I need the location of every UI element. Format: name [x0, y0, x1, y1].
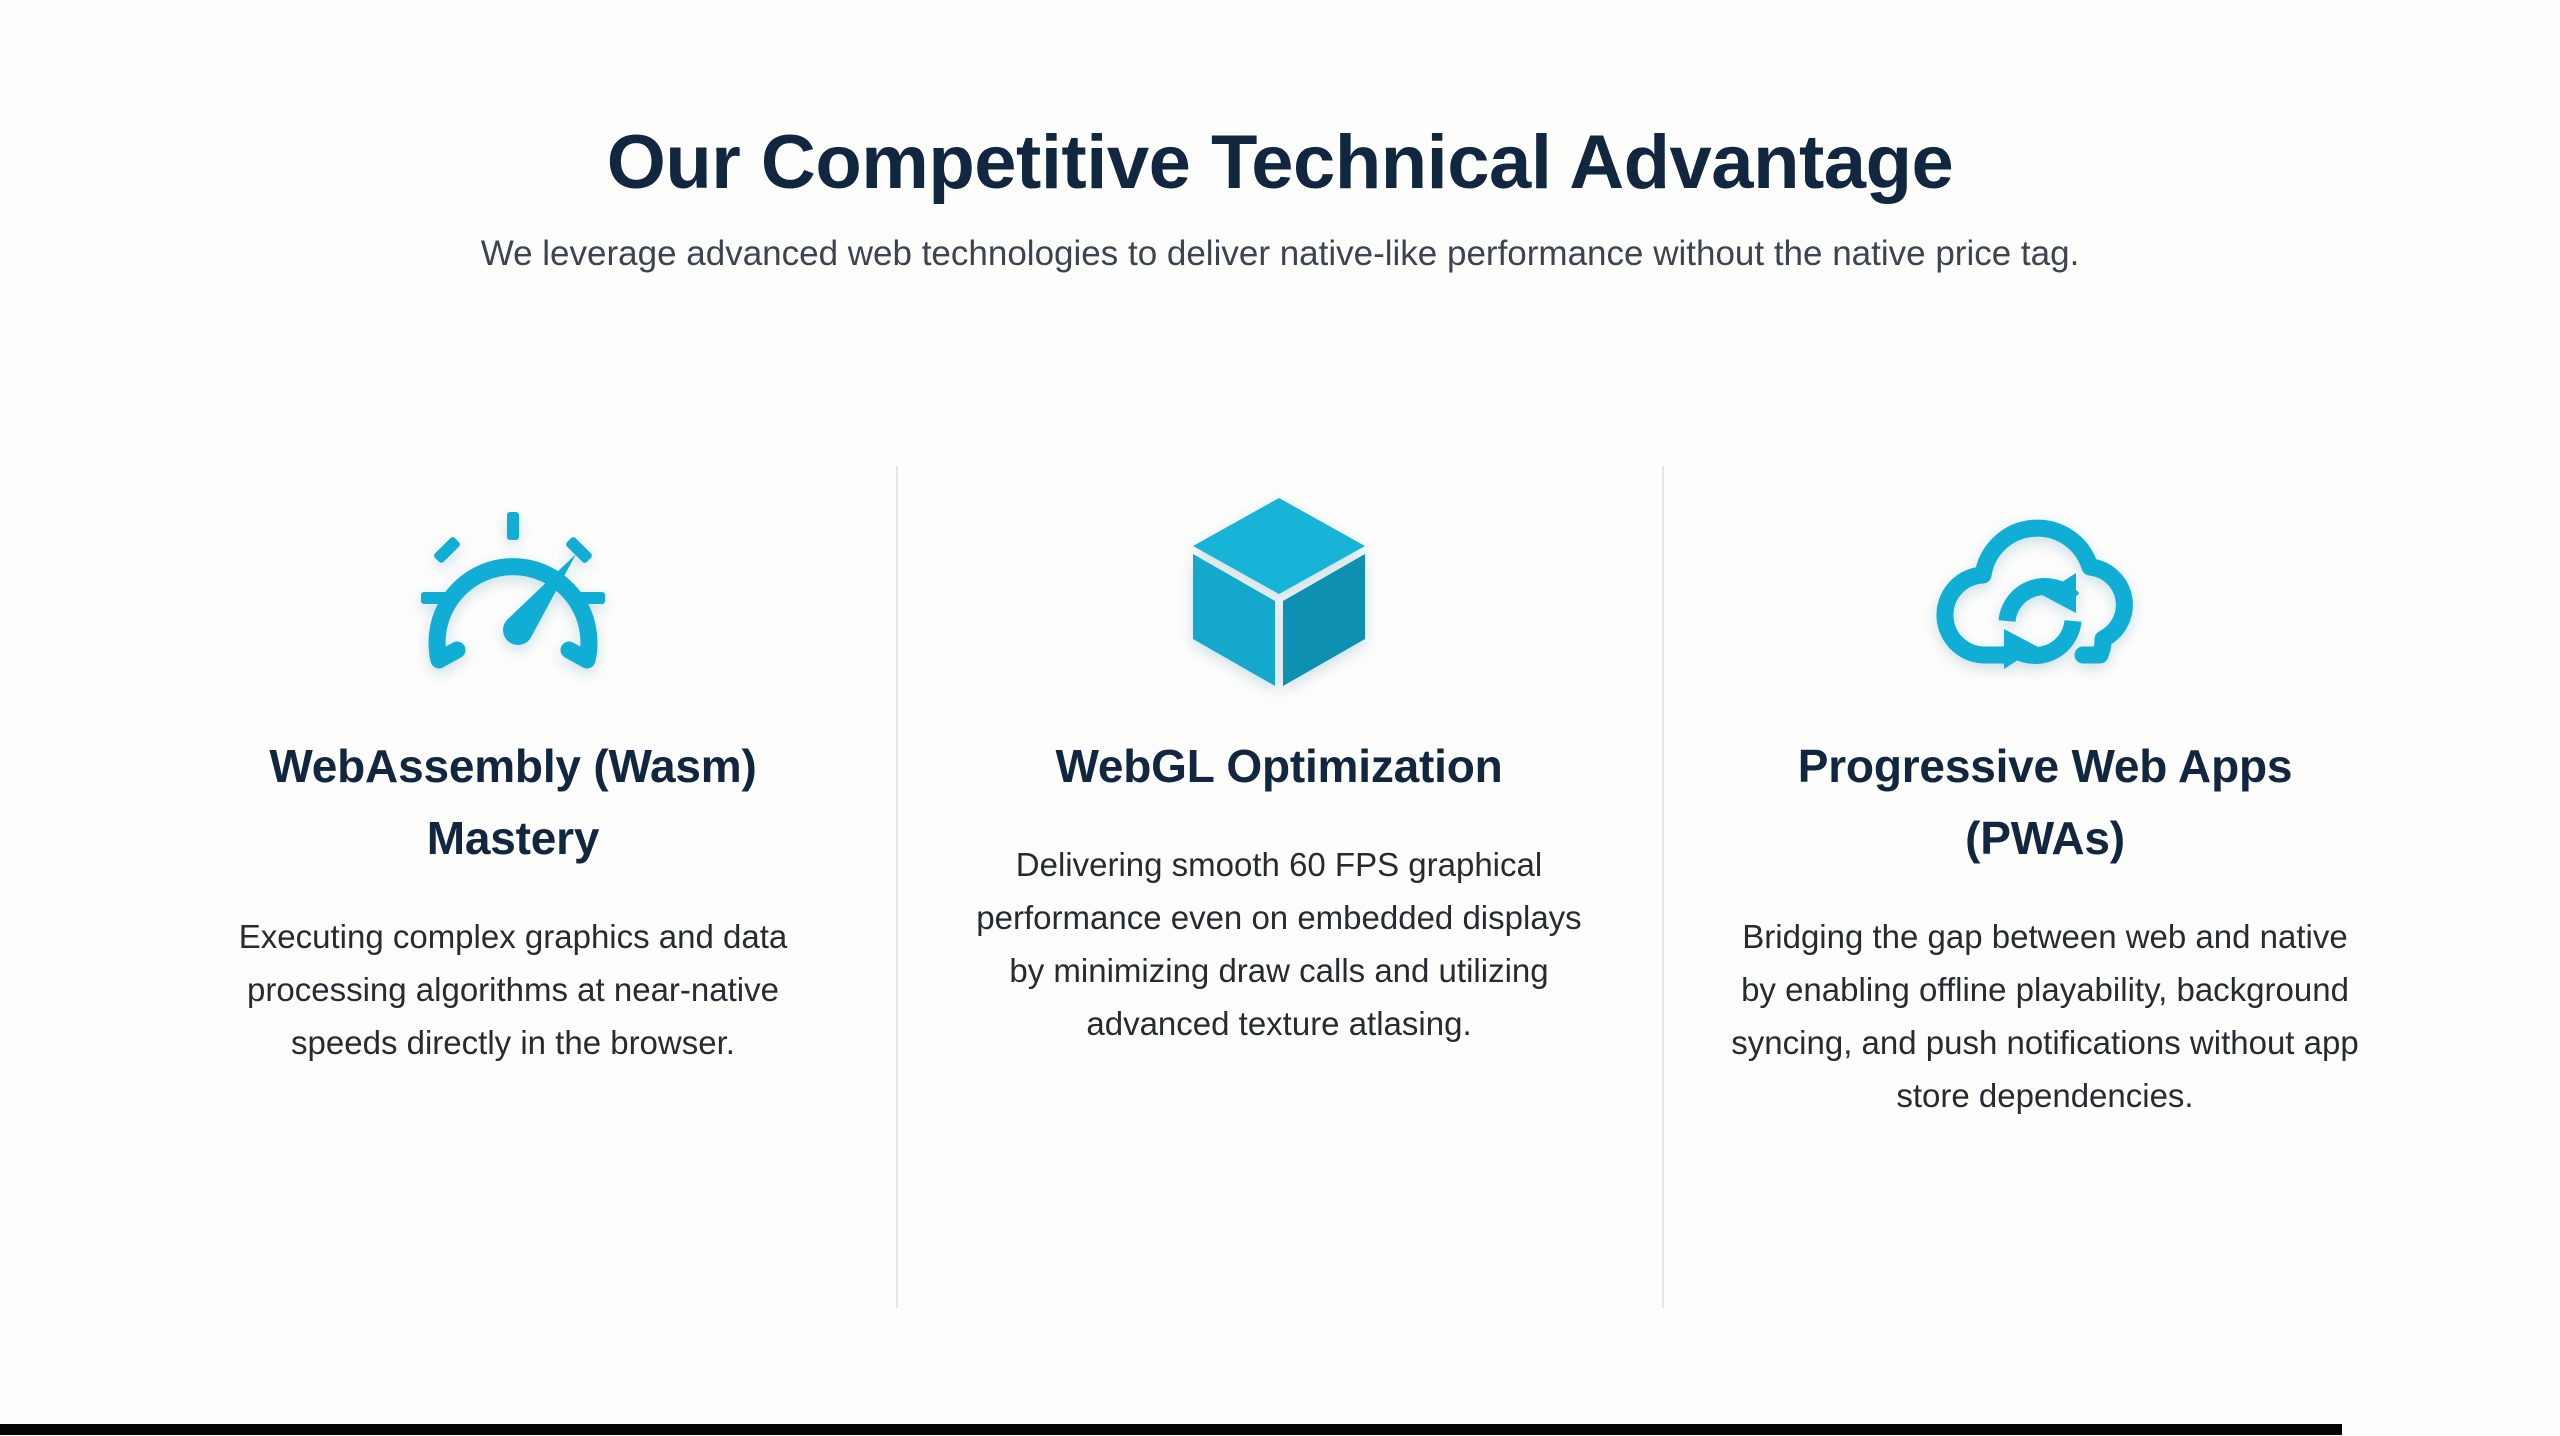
cloud-sync-icon	[1724, 466, 2366, 696]
page-title: Our Competitive Technical Advantage	[606, 120, 1954, 205]
gauge-icon	[192, 466, 834, 696]
feature-card: WebGL Optimization Delivering smooth 60 …	[896, 466, 1662, 1308]
card-title: WebAssembly (Wasm) Mastery	[269, 740, 757, 864]
card-body: Bridging the gap between web and native …	[1731, 918, 2359, 1114]
page-subtitle: We leverage advanced web technologies to…	[480, 234, 2080, 273]
feature-card-row: WebAssembly (Wasm) Mastery Executing com…	[130, 466, 2430, 1308]
feature-card: WebAssembly (Wasm) Mastery Executing com…	[130, 466, 896, 1069]
card-title: Progressive Web Apps (PWAs)	[1797, 740, 2293, 864]
cube-icon	[958, 466, 1600, 696]
bottom-bar	[0, 1424, 2342, 1435]
header: Our Competitive Technical Advantage We l…	[0, 0, 2560, 276]
card-title: WebGL Optimization	[1055, 740, 1503, 792]
card-body: Executing complex graphics and data proc…	[238, 918, 788, 1061]
feature-card: Progressive Web Apps (PWAs) Bridging the…	[1662, 466, 2428, 1308]
card-body: Delivering smooth 60 FPS graphical perfo…	[976, 846, 1582, 1042]
